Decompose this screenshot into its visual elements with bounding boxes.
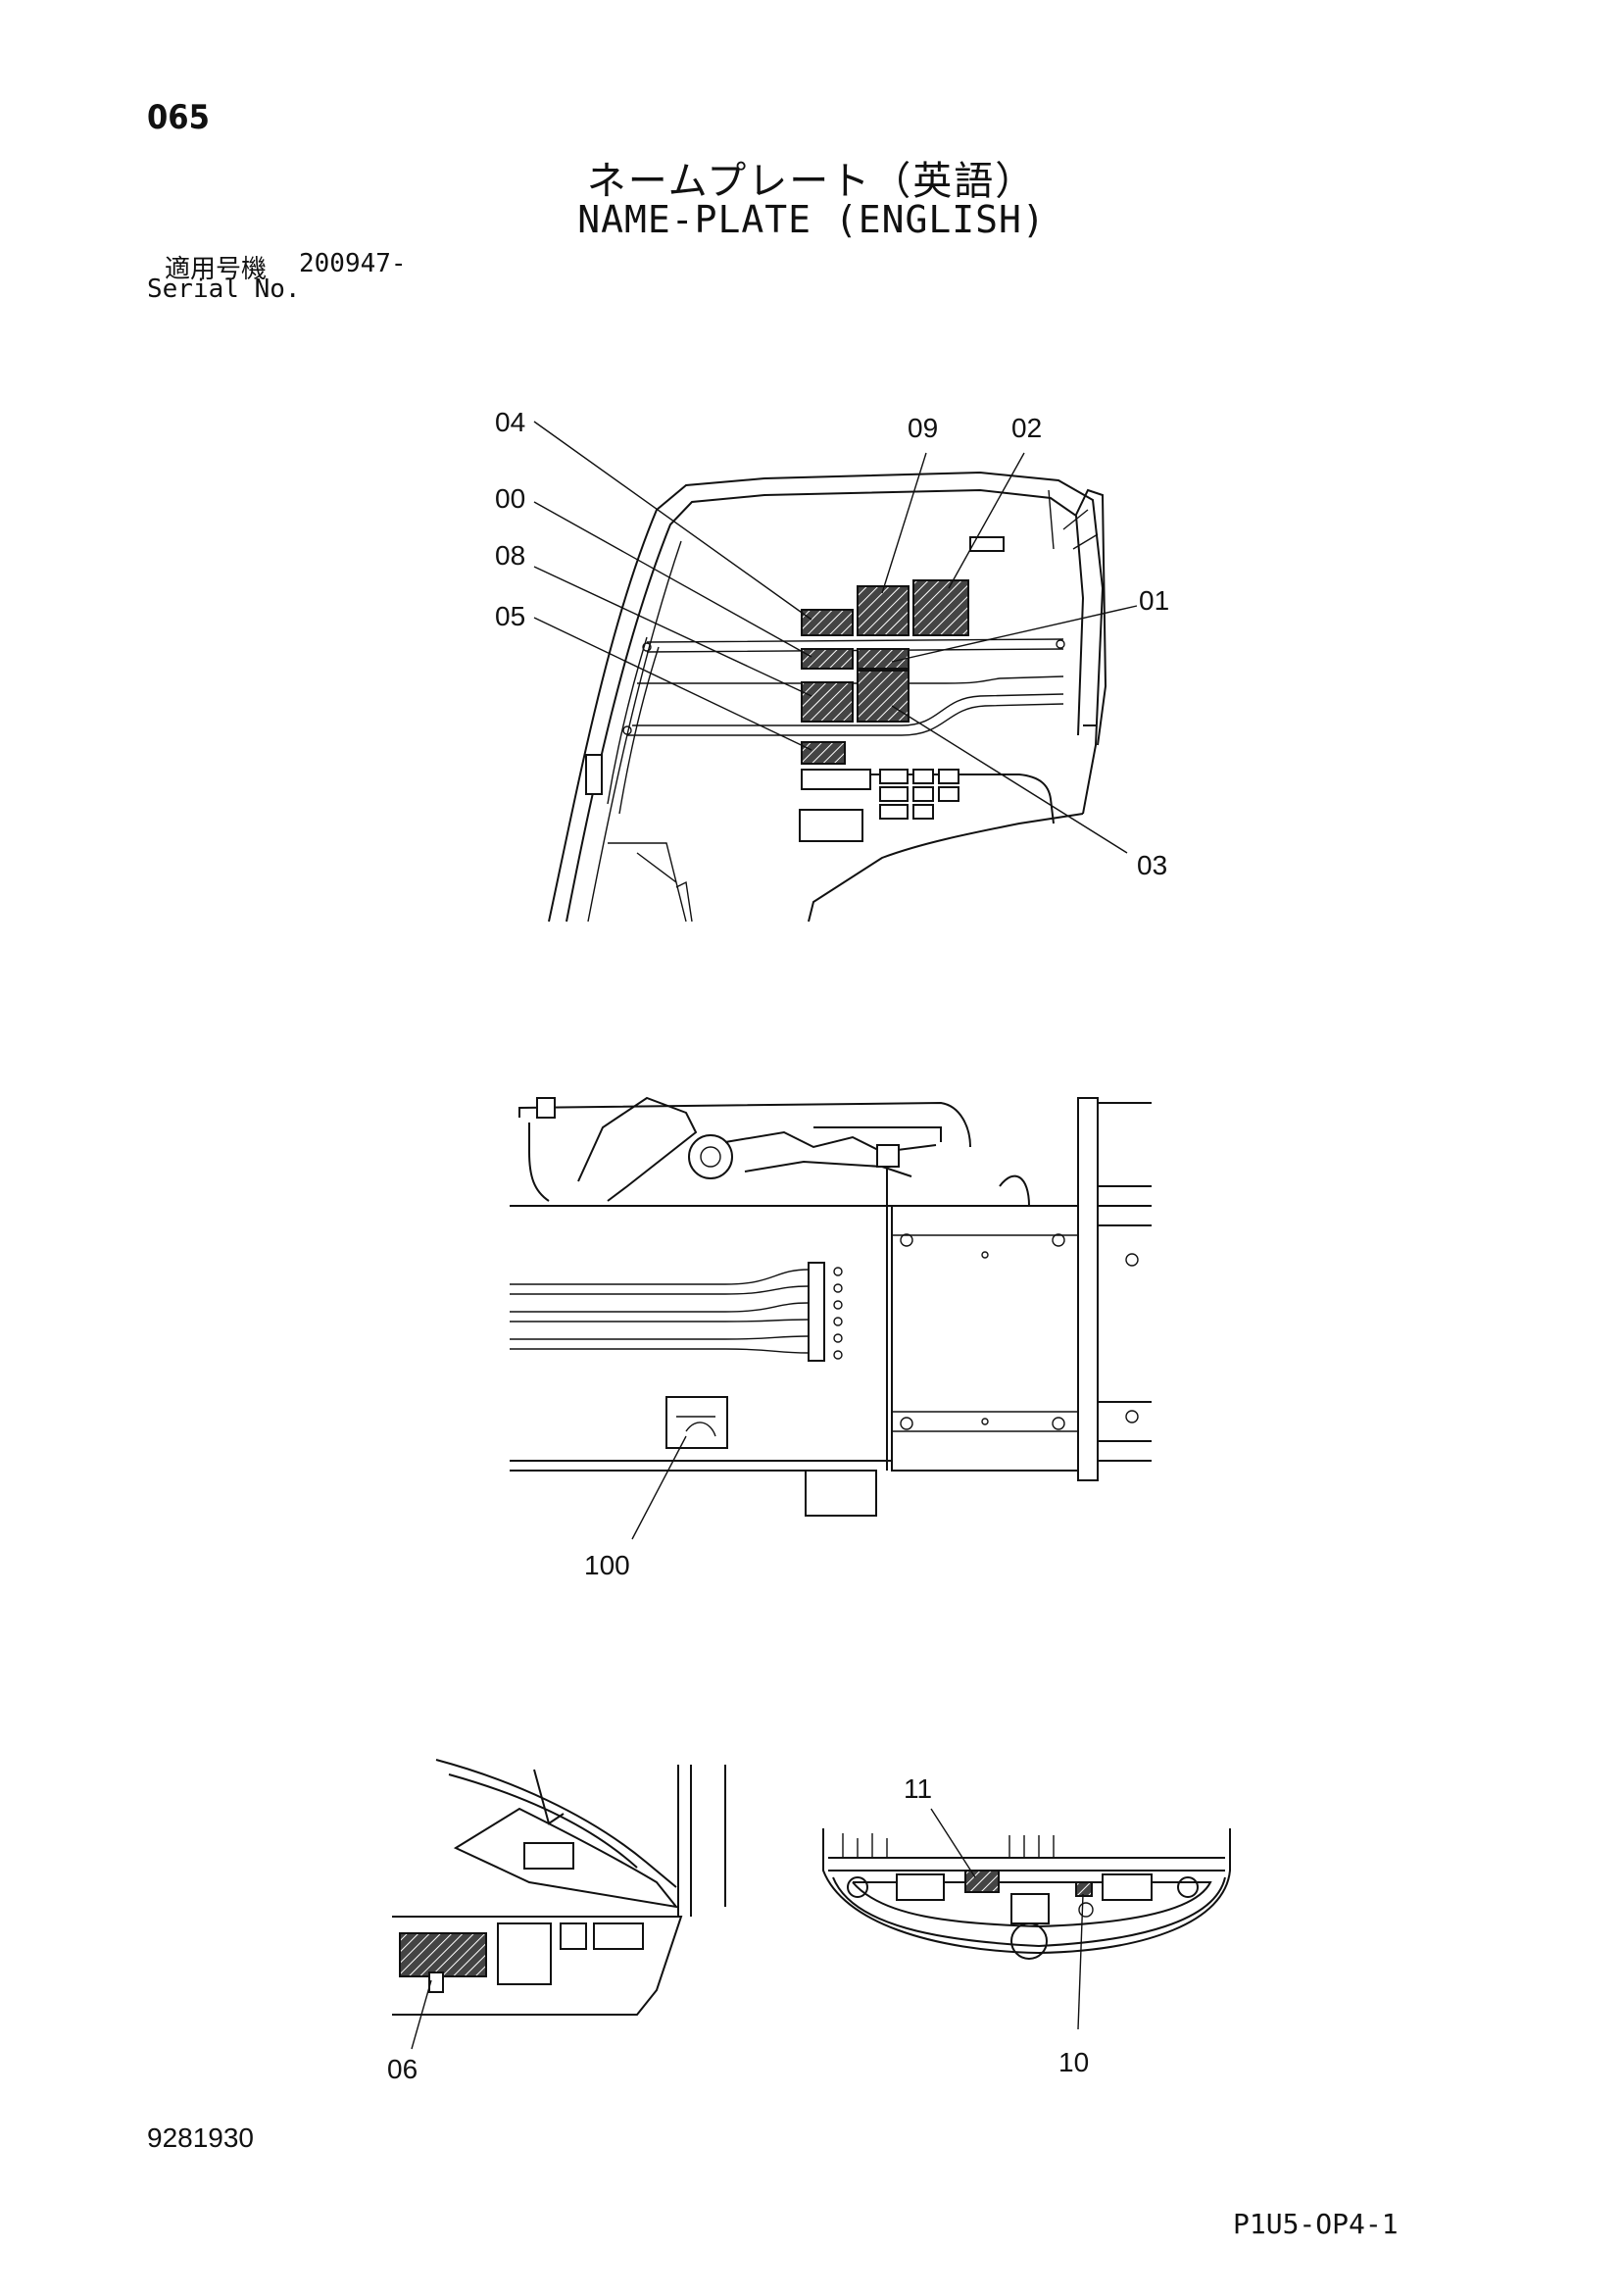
callout-05: 05 bbox=[495, 601, 525, 631]
plate-02 bbox=[912, 579, 969, 636]
plate-10 bbox=[1075, 1881, 1093, 1897]
plate-01 bbox=[857, 648, 910, 670]
plate-05 bbox=[801, 741, 846, 765]
plate-06 bbox=[399, 1932, 487, 1977]
cab-interior-view: 04 00 08 05 09 02 01 03 bbox=[495, 407, 1169, 923]
callout-03: 03 bbox=[1137, 850, 1167, 880]
callout-00: 00 bbox=[495, 483, 525, 514]
callout-08: 08 bbox=[495, 540, 525, 571]
plate-03 bbox=[857, 670, 910, 723]
callout-04: 04 bbox=[495, 407, 525, 437]
plate-08 bbox=[801, 681, 854, 723]
plate-11 bbox=[964, 1870, 1000, 1893]
page-code: P1U5-OP4-1 bbox=[1233, 2208, 1399, 2240]
serial-label-english: Serial No. bbox=[147, 275, 301, 304]
plate-00 bbox=[801, 648, 854, 670]
plate-09 bbox=[857, 585, 910, 636]
callout-02: 02 bbox=[1011, 413, 1042, 443]
counterweight-rear-view: 11 10 bbox=[822, 1773, 1231, 2077]
callout-100: 100 bbox=[584, 1550, 630, 1580]
serial-number-range: 200947- bbox=[299, 249, 407, 278]
counterweight-left-view: 06 bbox=[387, 1759, 726, 2084]
callout-06: 06 bbox=[387, 2054, 418, 2084]
serial-label-japanese: 適用号機 bbox=[165, 255, 268, 284]
title-japanese: ネームプレート（英語） bbox=[586, 159, 1037, 204]
title-english: NAME-PLATE (ENGLISH) bbox=[577, 198, 1046, 241]
undercarriage-view: 100 bbox=[510, 1096, 1152, 1580]
plate-04 bbox=[801, 609, 854, 636]
callout-09: 09 bbox=[908, 413, 938, 443]
page-number: 065 bbox=[147, 98, 210, 137]
callout-10: 10 bbox=[1058, 2047, 1089, 2077]
callout-01: 01 bbox=[1139, 585, 1169, 616]
callout-11: 11 bbox=[904, 1773, 932, 1804]
document-number: 9281930 bbox=[147, 2122, 255, 2153]
